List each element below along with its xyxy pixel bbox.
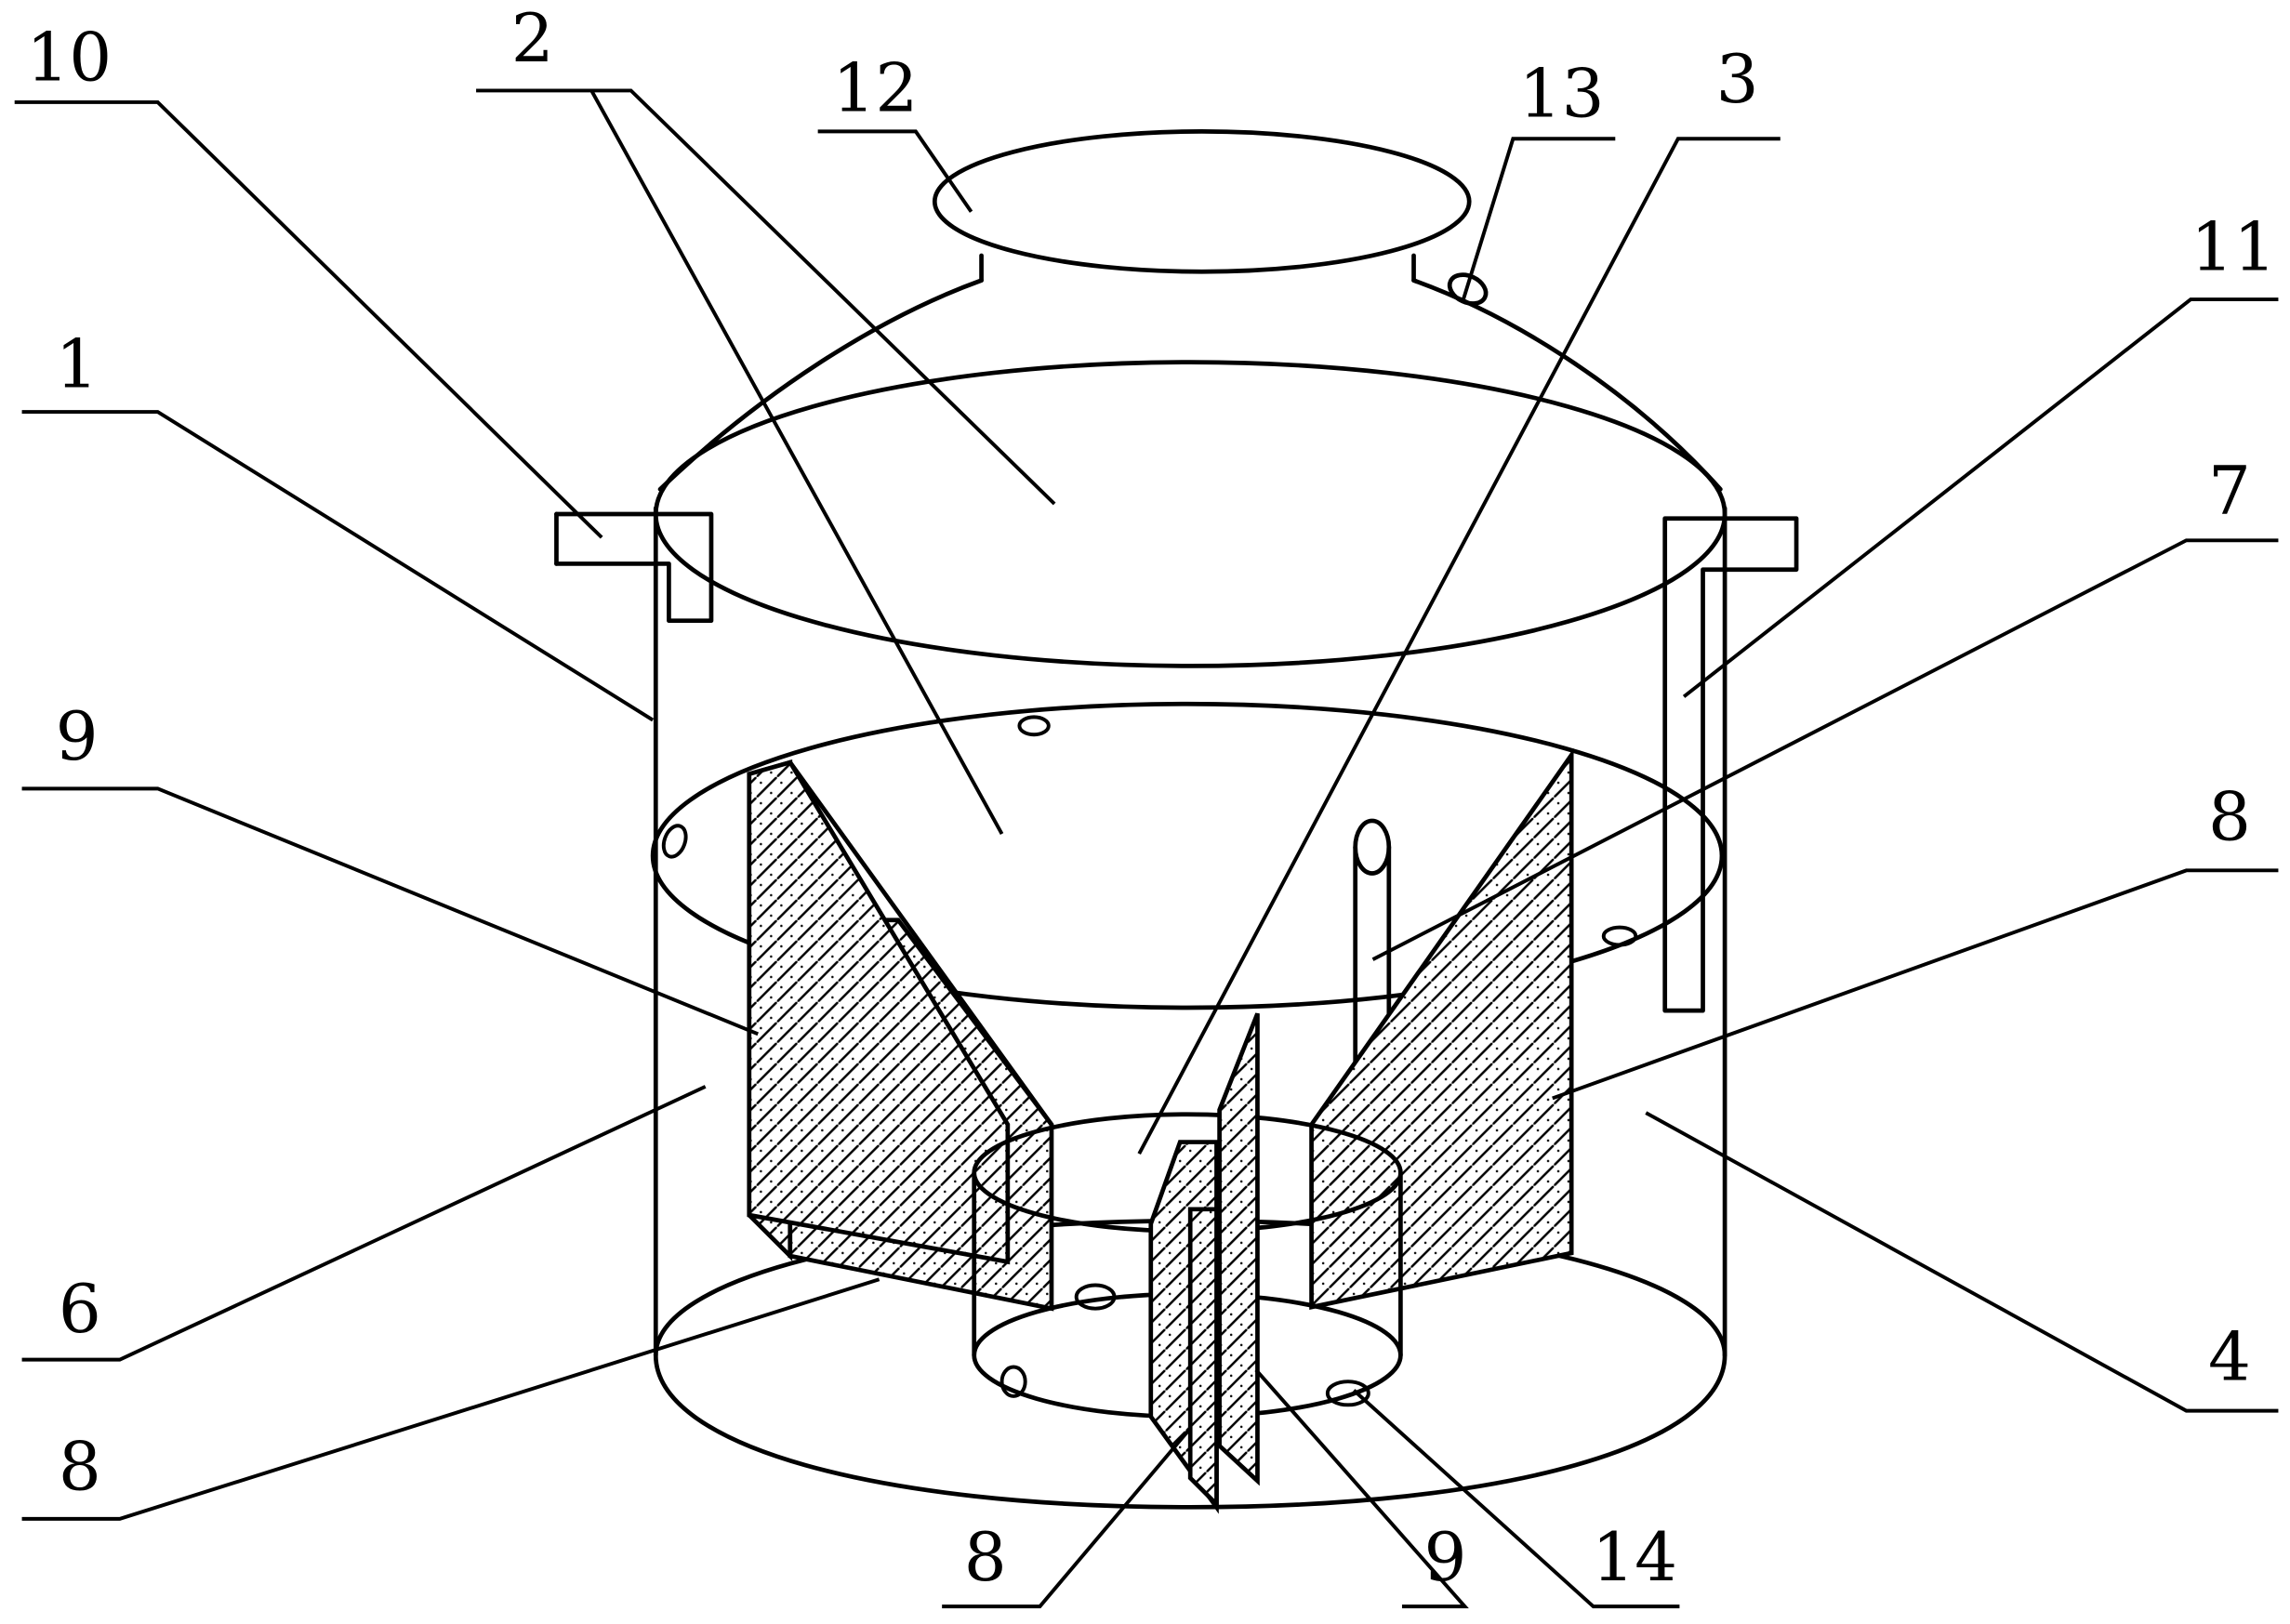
label-1: 1: [56, 325, 99, 403]
label-8-left: 8: [59, 1428, 101, 1506]
label-8-bottom: 8: [964, 1519, 1007, 1597]
label-13: 13: [1519, 56, 1605, 134]
label-10: 10: [26, 19, 112, 97]
label-4: 4: [2208, 1319, 2251, 1397]
top-port: [932, 129, 1472, 274]
label-14: 14: [1592, 1519, 1677, 1597]
leader-lines: [14, 88, 2279, 1609]
label-3: 3: [1716, 41, 1759, 119]
label-11: 11: [2191, 209, 2276, 287]
label-9-bottom: 9: [1424, 1519, 1467, 1597]
left-baffles: [747, 759, 1054, 1312]
label-2: 2: [511, 0, 554, 78]
center-plates: [1148, 1012, 1260, 1514]
outlet-pipe: [1662, 516, 1799, 1013]
inlet-pipe: [554, 511, 714, 624]
label-8-right: 8: [2208, 778, 2251, 856]
inner-funnel: [650, 701, 1725, 1010]
small-vent-hole: [1447, 272, 1489, 306]
right-baffles: [1309, 747, 1574, 1310]
label-7: 7: [2208, 453, 2251, 531]
label-9-left: 9: [56, 698, 99, 776]
label-6: 6: [59, 1271, 101, 1349]
part-labels: 10 2 12 13 3 11 1 7 9 8 6 4 8 8 9 14: [26, 0, 2276, 1597]
vessel-dome: [653, 129, 1727, 668]
label-12: 12: [832, 49, 918, 127]
